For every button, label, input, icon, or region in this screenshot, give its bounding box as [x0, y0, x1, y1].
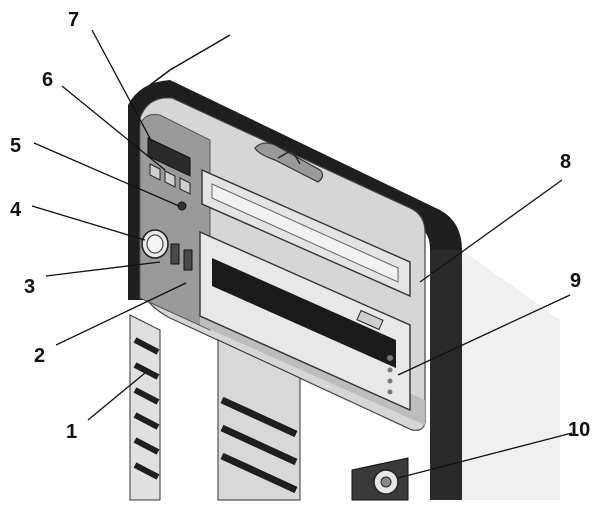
- leader-2: [55, 282, 187, 346]
- power-button[interactable]: [141, 229, 169, 259]
- usb-connectors[interactable]: [170, 243, 193, 271]
- leader-7: [91, 29, 153, 143]
- leader-6: [61, 85, 166, 171]
- chassis-right-panel-light: [462, 250, 560, 500]
- callout-5: 5: [10, 135, 21, 157]
- usb-port-2[interactable]: [183, 249, 193, 271]
- leader-9: [397, 294, 571, 376]
- bezel-latch[interactable]: [254, 142, 324, 183]
- lcd-left-button[interactable]: [149, 163, 161, 181]
- usb-port-1[interactable]: [170, 243, 180, 265]
- tape-status-led-2: [387, 367, 393, 373]
- lcd-menu-buttons[interactable]: [149, 163, 191, 195]
- leader-5: [33, 142, 180, 207]
- callout-3: 3: [24, 276, 35, 298]
- leader-8: [419, 179, 563, 283]
- callout-2: 2: [34, 345, 45, 367]
- system-lock[interactable]: [351, 457, 409, 501]
- callout-10: 10: [568, 419, 590, 441]
- callout-4: 4: [10, 199, 22, 221]
- leader-1: [87, 372, 146, 421]
- tape-status-led-1: [387, 355, 393, 361]
- lcd-select-button[interactable]: [164, 170, 176, 188]
- optical-drive[interactable]: [201, 168, 411, 298]
- drive-eject-button[interactable]: [356, 309, 384, 331]
- chassis-top-edge: [149, 34, 231, 86]
- callout-9: 9: [570, 270, 581, 292]
- callout-7: 7: [68, 9, 79, 31]
- chassis-right-side: [430, 250, 462, 500]
- callout-labels: 1 2 3 4 5 6 7 8 9 10: [10, 9, 590, 443]
- chassis-feet-grille: [129, 314, 301, 501]
- leader-10: [397, 432, 573, 479]
- leader-lines: [31, 29, 573, 479]
- leader-3: [45, 261, 161, 277]
- lcd-right-button[interactable]: [179, 177, 191, 195]
- lcd-panel: [147, 137, 191, 177]
- nmi-button[interactable]: [177, 201, 187, 211]
- callout-8: 8: [560, 151, 571, 173]
- tape-drive[interactable]: [199, 230, 411, 412]
- callout-1: 1: [66, 421, 77, 443]
- tape-status-led-3: [387, 378, 393, 384]
- tape-status-led-4: [387, 389, 393, 395]
- callout-6: 6: [42, 69, 53, 91]
- leader-4: [31, 205, 146, 241]
